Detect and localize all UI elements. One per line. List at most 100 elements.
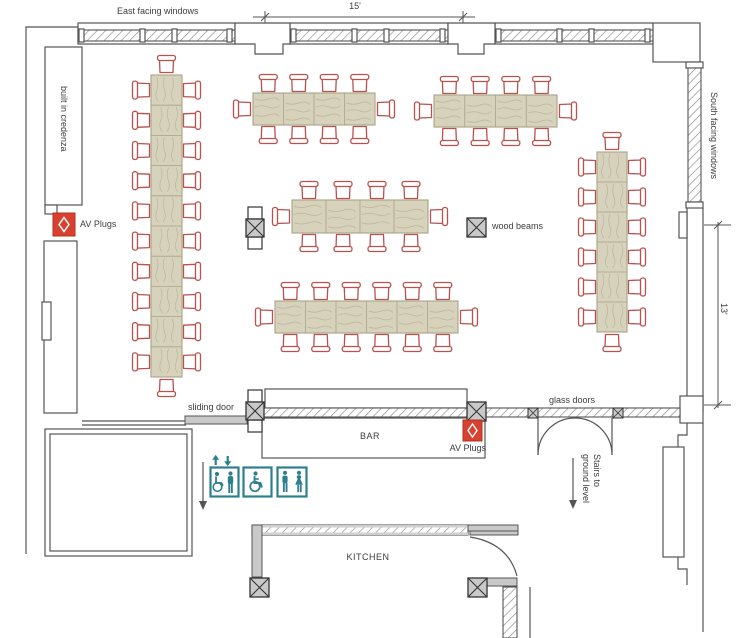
chair	[131, 231, 151, 251]
west-outer-wall	[25, 26, 78, 554]
window-mullions	[78, 28, 651, 43]
east-windows-label: East facing windows	[117, 6, 199, 16]
table-middle	[271, 180, 449, 253]
wood-beam-column	[245, 389, 265, 433]
stairs-label-line1: Stairs to	[592, 454, 602, 488]
chair	[182, 261, 202, 281]
av-plug-icon-bar	[462, 419, 483, 442]
elevator-room	[44, 428, 193, 557]
chair	[429, 206, 449, 227]
bar-label: BAR	[359, 431, 380, 441]
chair	[319, 125, 339, 145]
chair	[577, 157, 597, 177]
chair	[401, 180, 421, 200]
chair	[299, 180, 319, 200]
chair	[280, 333, 300, 353]
glass-doors-swing	[537, 417, 613, 456]
east-window-wall	[77, 22, 654, 55]
exit-down-arrow-icon	[199, 462, 207, 510]
chair	[131, 110, 151, 130]
chair	[602, 131, 622, 151]
wood-beam-columns	[245, 206, 624, 598]
chair	[341, 333, 361, 353]
chair	[254, 307, 274, 327]
south-windows-label: South facing windows	[709, 92, 719, 180]
stairs-down-arrow-icon	[569, 458, 577, 509]
chair	[156, 54, 177, 74]
chair	[182, 201, 202, 221]
built-in-credenza	[44, 46, 83, 206]
chair	[182, 80, 202, 100]
chair	[577, 277, 597, 297]
elevator-icon	[209, 454, 240, 498]
glass-doors-label: glass doors	[549, 395, 596, 405]
chair	[413, 101, 433, 121]
dimension-lines	[253, 11, 731, 410]
wheelchair-accessible-icon	[242, 466, 273, 498]
chair	[131, 201, 151, 221]
chair	[156, 378, 177, 398]
chair	[232, 99, 252, 119]
chair	[627, 307, 647, 327]
table-top-2	[413, 75, 578, 147]
chair	[372, 281, 392, 301]
sliding-door-label: sliding door	[188, 402, 235, 412]
wood-beams-legend-swatch	[466, 217, 487, 238]
table-left-long	[131, 54, 202, 398]
east-exterior-wall	[662, 208, 704, 632]
kitchen-label: KITCHEN	[346, 552, 390, 562]
wood-beam-column	[249, 577, 270, 598]
chair	[131, 352, 151, 372]
chair	[433, 333, 453, 353]
bar-counter	[264, 388, 468, 409]
kitchen-door-header	[467, 524, 519, 532]
chair	[459, 307, 479, 327]
chair	[350, 73, 370, 93]
window-pier	[234, 22, 291, 55]
stairs-label: Stairs to ground level	[580, 454, 602, 503]
chair	[289, 73, 309, 93]
av-plug-icon-left	[52, 212, 76, 237]
av-plugs-left-label: AV Plugs	[80, 219, 117, 229]
chair	[182, 171, 202, 191]
chair	[311, 281, 331, 301]
chair	[401, 233, 421, 253]
chair	[341, 281, 361, 301]
chair	[402, 333, 422, 353]
chair	[433, 281, 453, 301]
chair	[627, 187, 647, 207]
wall-niche	[41, 301, 52, 341]
chair	[131, 261, 151, 281]
wood-beams-label: wood beams	[492, 221, 544, 231]
chair	[131, 291, 151, 312]
table-top-1	[232, 73, 396, 145]
wood-beam-column	[467, 577, 488, 598]
chair	[531, 127, 552, 147]
chair	[577, 247, 597, 267]
chair	[558, 101, 578, 121]
wood-beam-column	[245, 206, 265, 250]
chair	[311, 333, 331, 353]
stair-door-leaf	[662, 446, 685, 558]
chair	[501, 75, 521, 95]
chair	[627, 277, 647, 297]
chair	[182, 352, 202, 372]
chair	[182, 110, 202, 130]
chair	[131, 171, 151, 191]
chair	[182, 231, 202, 251]
chair	[333, 233, 353, 253]
wall-post	[612, 407, 624, 419]
chair	[627, 157, 647, 177]
kitchen-door-swing	[469, 536, 518, 577]
credenza-label: built in credenza	[59, 86, 69, 152]
sliding-door-panel	[184, 415, 248, 425]
chair	[439, 127, 460, 147]
chair	[470, 127, 490, 147]
chair	[299, 233, 319, 253]
stairs-label-line2: ground level	[581, 454, 591, 504]
chair	[131, 140, 151, 161]
chair	[271, 206, 291, 227]
av-plugs-bar-label: AV Plugs	[449, 443, 486, 453]
